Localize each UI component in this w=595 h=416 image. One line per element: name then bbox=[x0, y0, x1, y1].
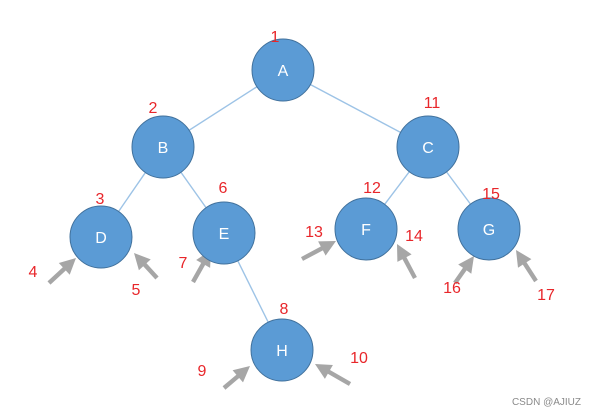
step-number: 14 bbox=[405, 228, 423, 245]
gray-arrow-icon bbox=[301, 241, 336, 261]
step-number: 15 bbox=[482, 186, 500, 203]
step-number: 5 bbox=[132, 282, 141, 299]
step-number: 10 bbox=[350, 350, 368, 367]
step-number: 13 bbox=[305, 224, 323, 241]
step-number: 9 bbox=[198, 363, 207, 380]
node-label-a: A bbox=[278, 63, 289, 80]
node-circle-h bbox=[250, 318, 314, 382]
step-number: 12 bbox=[363, 180, 381, 197]
node-circle-b bbox=[131, 115, 195, 179]
step-number: 8 bbox=[280, 301, 289, 318]
step-number: 6 bbox=[219, 180, 228, 197]
node-circle-g bbox=[457, 197, 521, 261]
node-circle-d bbox=[69, 205, 133, 269]
node-label-d: D bbox=[95, 230, 107, 247]
node-circle-e bbox=[192, 201, 256, 265]
node-label-h: H bbox=[276, 343, 288, 360]
step-number: 4 bbox=[29, 264, 38, 281]
node-label-f: F bbox=[361, 222, 371, 239]
step-number: 3 bbox=[96, 191, 105, 208]
gray-arrow-icon bbox=[453, 256, 474, 285]
gray-arrow-icon bbox=[222, 366, 250, 390]
step-number: 2 bbox=[149, 100, 158, 117]
step-number: 16 bbox=[443, 280, 461, 297]
gray-arrow-icon bbox=[516, 250, 538, 283]
node-circle-a bbox=[251, 38, 315, 102]
node-label-b: B bbox=[158, 140, 169, 157]
node-circle-c bbox=[396, 115, 460, 179]
watermark: CSDN @AJIUZ bbox=[511, 397, 581, 408]
gray-arrow-icon bbox=[47, 258, 76, 285]
gray-arrow-icon bbox=[397, 244, 417, 279]
step-number: 7 bbox=[179, 255, 188, 272]
node-circle-f bbox=[334, 197, 398, 261]
step-number: 1 bbox=[271, 29, 280, 46]
node-label-c: C bbox=[422, 140, 434, 157]
step-number: 17 bbox=[537, 287, 555, 304]
gray-arrow-icon bbox=[315, 364, 352, 386]
node-label-g: G bbox=[483, 222, 495, 239]
step-number: 11 bbox=[424, 95, 441, 112]
gray-arrow-icon bbox=[134, 253, 159, 280]
node-label-e: E bbox=[219, 226, 230, 243]
